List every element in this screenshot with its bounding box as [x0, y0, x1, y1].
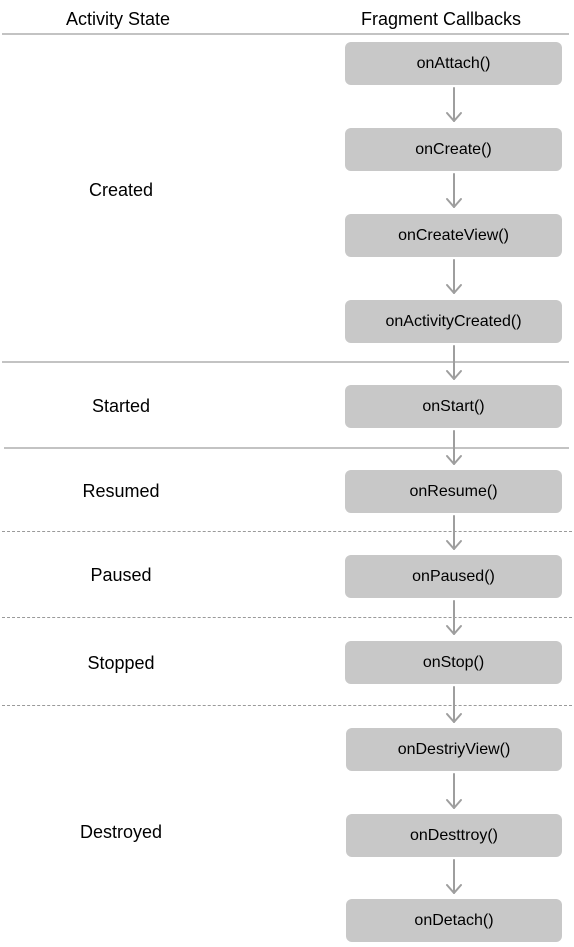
- state-destroyed: Destroyed: [79, 822, 163, 842]
- paused-stopped-divider: [2, 617, 572, 618]
- callback-ondetach: onDetach(): [346, 899, 562, 942]
- state-stopped: Stopped: [87, 653, 155, 673]
- callback-onpaused: onPaused(): [345, 555, 562, 598]
- fragment-callbacks-header: Fragment Callbacks: [361, 9, 522, 29]
- callback-oncreateview: onCreateView(): [345, 214, 562, 257]
- callback-oncreate: onCreate(): [345, 128, 562, 171]
- callback-onstop: onStop(): [345, 641, 562, 684]
- callback-onstart: onStart(): [345, 385, 562, 428]
- callback-onattach: onAttach(): [345, 42, 562, 85]
- callback-onresume: onResume(): [345, 470, 562, 513]
- arrow-destroy-to-detach: [446, 859, 462, 894]
- resumed-paused-divider: [2, 531, 572, 532]
- arrow-resume-to-paused: [446, 515, 462, 550]
- arrow-destroyview-to-destroy: [446, 773, 462, 809]
- arrow-create-to-createview: [446, 173, 462, 208]
- arrow-activitycreated-to-start: [446, 345, 462, 380]
- arrow-paused-to-stop: [446, 600, 462, 635]
- callback-onactivitycreated: onActivityCreated(): [345, 300, 562, 343]
- arrow-createview-to-activitycreated: [446, 259, 462, 294]
- state-created: Created: [88, 180, 154, 200]
- arrow-attach-to-create: [446, 87, 462, 122]
- activity-state-header: Activity State: [66, 9, 171, 29]
- created-started-divider: [2, 361, 569, 363]
- header-divider: [2, 33, 569, 35]
- stopped-destroyed-divider: [2, 705, 572, 706]
- state-started: Started: [91, 396, 151, 416]
- state-resumed: Resumed: [82, 481, 160, 501]
- state-paused: Paused: [90, 565, 152, 585]
- callback-ondestroyview: onDestriyView(): [346, 728, 562, 771]
- arrow-stop-to-destroyview: [446, 686, 462, 723]
- arrow-start-to-resume: [446, 430, 462, 465]
- started-resumed-divider: [4, 447, 569, 449]
- callback-ondestroy: onDesttroy(): [346, 814, 562, 857]
